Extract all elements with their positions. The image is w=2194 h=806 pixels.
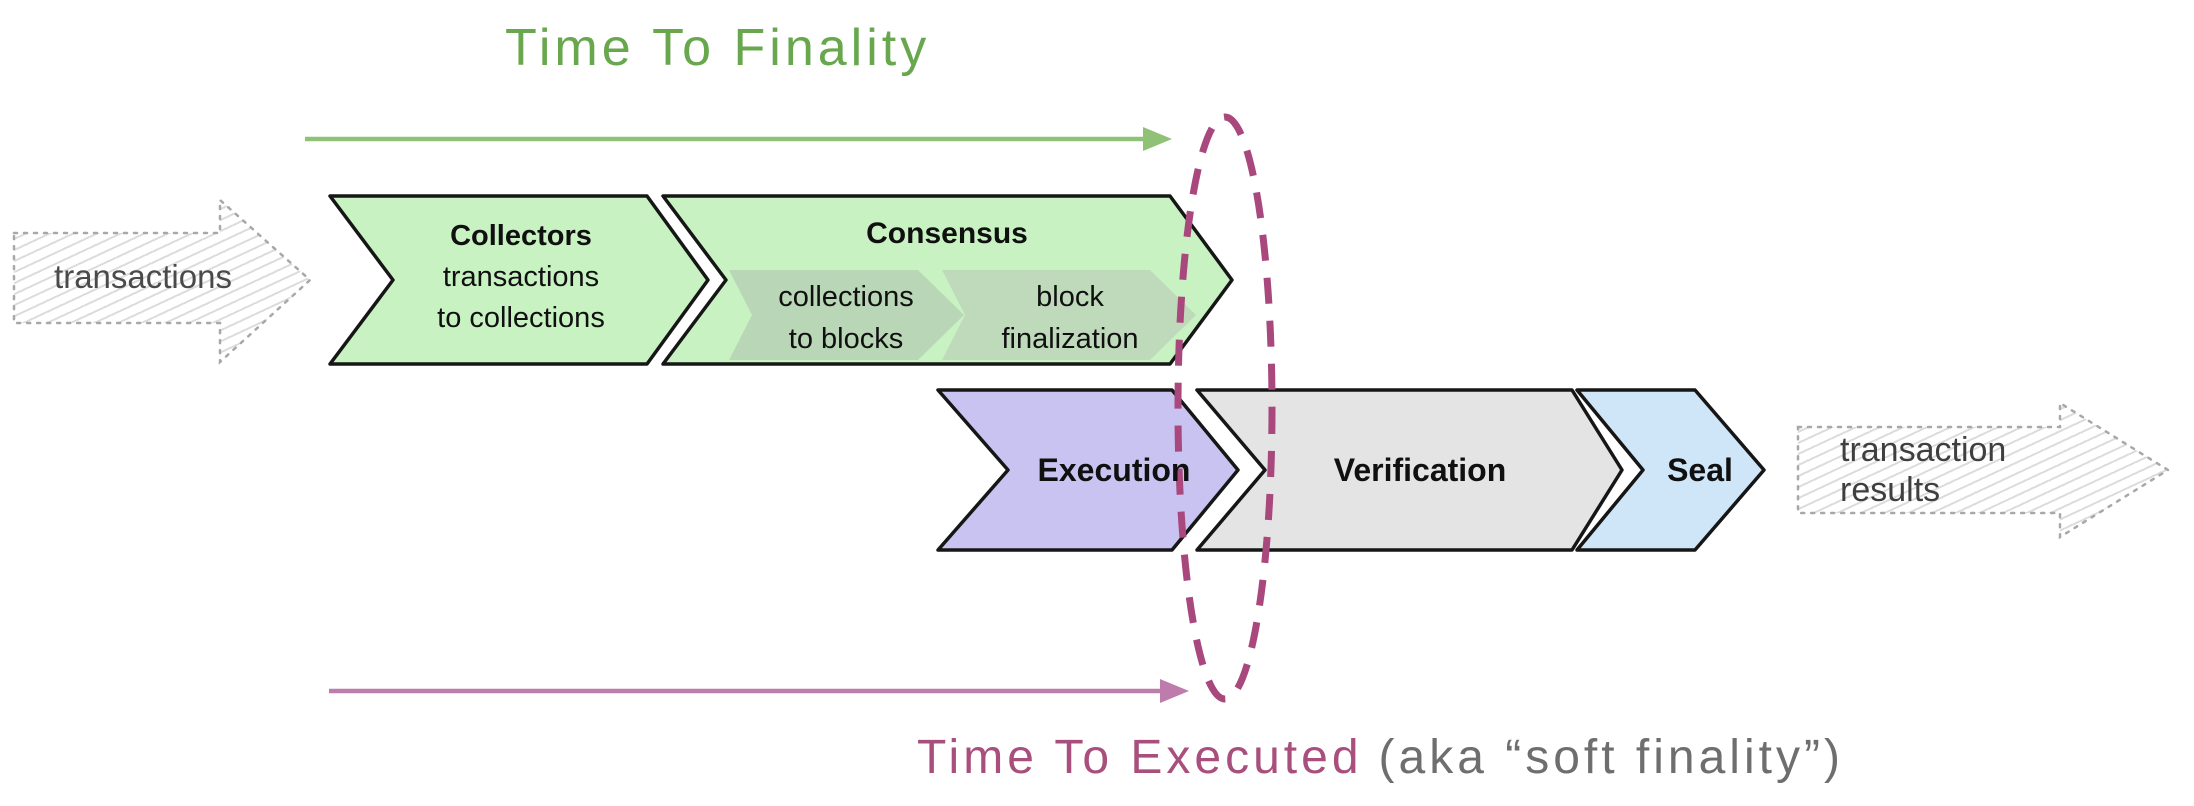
- executed-title-note: (aka “soft finality”): [1378, 731, 1844, 784]
- consensus-sub1-line2: to blocks: [788, 323, 904, 355]
- execution-label: Execution: [1037, 452, 1191, 488]
- collectors-title: Collectors: [450, 220, 592, 252]
- executed-title: Time To Executed (aka “soft finality”): [917, 730, 1844, 785]
- output-arrow-line1: transaction: [1840, 431, 2007, 469]
- seal-chevron: [1575, 388, 1766, 552]
- consensus-sub2-line2: finalization: [1001, 323, 1139, 355]
- executed-title-main: Time To Executed: [917, 731, 1363, 784]
- verification-chevron: [1195, 388, 1624, 552]
- output-arrow-outline: [1796, 400, 2171, 540]
- input-arrow-label: transactions: [54, 258, 232, 295]
- finality-title: Time To Finality: [505, 19, 931, 77]
- output-arrow-line2: results: [1840, 471, 1941, 509]
- executed-arrow-head-icon: [1160, 679, 1189, 703]
- consensus-sub-chevron-collections: [729, 270, 964, 360]
- consensus-title: Consensus: [866, 217, 1028, 250]
- verification-label: Verification: [1333, 452, 1507, 488]
- collectors-line1: transactions: [442, 261, 600, 293]
- collectors-label: Collectors transactions to collections: [393, 216, 649, 339]
- soft-finality-ellipse: [1174, 113, 1276, 703]
- output-arrow-label: transaction results: [1840, 430, 2006, 510]
- consensus-sub2-line1: block: [1036, 281, 1104, 313]
- consensus-sub1-label: collections to blocks: [755, 276, 937, 360]
- finality-arrow-head-icon: [1143, 127, 1172, 151]
- input-arrow-outline: [12, 197, 312, 365]
- execution-chevron: [936, 388, 1240, 552]
- collectors-chevron: [328, 194, 710, 366]
- consensus-sub-chevron-finalization: [942, 270, 1196, 360]
- collectors-line2: to collections: [437, 302, 605, 334]
- consensus-sub2-label: block finalization: [972, 276, 1168, 360]
- consensus-sub1-line1: collections: [778, 281, 914, 313]
- seal-label: Seal: [1667, 452, 1733, 488]
